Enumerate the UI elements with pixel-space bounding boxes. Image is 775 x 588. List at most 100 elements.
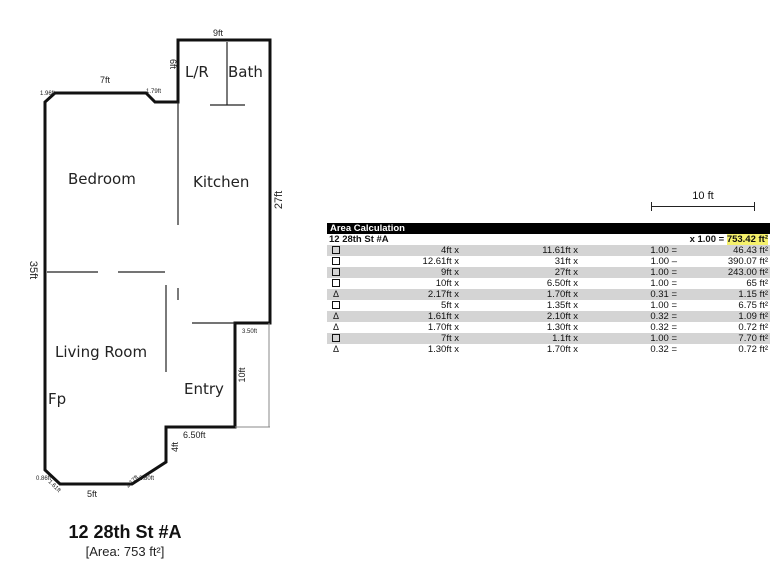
dim-bottom-corner-left: 0.86ft (36, 476, 51, 482)
row-length: 2.17ft x (345, 289, 461, 300)
row-length: 7ft x (345, 333, 461, 344)
exterior-wall (43, 38, 272, 486)
square-icon (332, 268, 340, 277)
row-length: 1.70ft x (427, 322, 459, 333)
dim-bottom-step-vertical: 4ft (170, 442, 180, 453)
row-width: 31ft x (554, 256, 578, 267)
table-header-row: Area Calculation (327, 223, 770, 234)
row-width: 1.30ft x (546, 322, 578, 333)
row-width: 1.70ft x (461, 289, 580, 300)
row-width: 1.70ft x (546, 344, 578, 355)
row-width: 1.35ft x (546, 300, 578, 311)
row-length: 10ft x (435, 278, 459, 289)
floor-plan: 9ft 6ft 7ft 1.96ft 1.79ft 27ft 35ft 3.50… (27, 28, 285, 499)
table-row: Δ 1.70ft x 1.30ft x 0.32 = 0.72 ft² (327, 322, 770, 333)
table-address: 12 28th St #A (329, 234, 389, 245)
dim-left-corner-left: 1.96ft (40, 91, 55, 97)
table-header: Area Calculation (327, 223, 770, 234)
dim-left: 35ft (27, 261, 39, 279)
dim-right: 27ft (273, 191, 285, 209)
square-icon (332, 301, 340, 310)
table-total-cell: x 1.00 = 753.42 ft² (580, 234, 770, 245)
row-width: 6.50ft x (546, 278, 578, 289)
room-bedroom: Bedroom (68, 170, 136, 188)
row-area: 46.43 ft² (679, 245, 770, 256)
dim-entry-right: 10ft (237, 367, 247, 383)
caption-address: 12 28th St #A (68, 522, 182, 542)
row-length: 9ft x (345, 267, 461, 278)
row-length: 1.30ft x (427, 344, 459, 355)
row-factor: 1.00 = (580, 333, 679, 344)
dim-small-right: 3.50ft (242, 329, 257, 335)
row-length: 12.61ft x (422, 256, 459, 267)
row-length: 4ft x (345, 245, 461, 256)
interior-walls (47, 42, 270, 428)
dim-top: 9ft (213, 28, 224, 38)
triangle-icon: Δ (332, 344, 339, 354)
row-shape-cell (327, 267, 345, 278)
row-area: 1.09 ft² (679, 311, 770, 322)
row-width: 27ft x (461, 267, 580, 278)
row-area: 243.00 ft² (679, 267, 770, 278)
row-shape-cell (327, 278, 345, 289)
row-factor: 1.00 = (650, 278, 677, 289)
row-shape-cell: Δ (327, 311, 345, 322)
row-factor: 1.00 = (580, 245, 679, 256)
row-area: 0.72 ft² (738, 344, 768, 355)
table-multiplier: x 1.00 = (689, 234, 725, 245)
row-area: 390.07 ft² (727, 256, 768, 267)
row-area: 0.72 ft² (738, 322, 768, 333)
row-factor: 0.32 = (650, 344, 677, 355)
row-shape-cell (327, 300, 345, 311)
row-shape-cell (327, 333, 345, 344)
row-width: 11.61ft x (461, 245, 580, 256)
dim-bottom-step: 6.50ft (183, 430, 206, 440)
dim-bottom-corner-right2: 2.80ft (139, 476, 154, 482)
row-area: 6.75 ft² (738, 300, 768, 311)
square-icon (332, 279, 340, 288)
dim-bottom: 5ft (87, 489, 98, 499)
row-width: 2.10ft x (461, 311, 580, 322)
scale-bar-tick-right (754, 202, 755, 211)
caption-area: [Area: 753 ft²] (85, 544, 165, 559)
triangle-icon: Δ (332, 322, 339, 332)
row-area: 7.70 ft² (679, 333, 770, 344)
row-factor: 1.00 – (650, 256, 677, 267)
room-lr: L/R (185, 63, 209, 81)
scale-bar-line (651, 206, 755, 207)
row-factor: 0.32 = (650, 322, 677, 333)
row-shape-cell: Δ (327, 344, 345, 355)
row-shape-cell: Δ (327, 289, 345, 300)
scale-bar-tick-left (651, 202, 652, 211)
dim-lr-left: 6ft (168, 59, 178, 70)
row-factor: 0.32 = (580, 311, 679, 322)
room-entry: Entry (184, 380, 224, 398)
scale-bar-label: 10 ft (692, 190, 714, 202)
room-kitchen: Kitchen (193, 173, 249, 191)
square-icon (332, 246, 340, 255)
table-row: 12.61ft x 31ft x 1.00 – 390.07 ft² (327, 256, 770, 267)
room-bath: Bath (228, 63, 263, 81)
row-area: 1.15 ft² (679, 289, 770, 300)
room-fireplace: Fp (48, 390, 66, 408)
row-shape-cell (327, 245, 345, 256)
square-icon (332, 334, 340, 343)
triangle-icon: Δ (332, 289, 339, 299)
dim-left-top: 7ft (100, 75, 111, 85)
row-width: 1.1ft x (461, 333, 580, 344)
table-total: 753.42 ft² (726, 234, 768, 245)
row-shape-cell: Δ (327, 322, 345, 333)
row-length: 5ft x (441, 300, 459, 311)
row-shape-cell (327, 256, 345, 267)
square-icon (332, 257, 340, 266)
table-row: Δ 1.30ft x 1.70ft x 0.32 = 0.72 ft² (327, 344, 770, 355)
table-subheader-row: 12 28th St #A x 1.00 = 753.42 ft² (327, 234, 770, 245)
dim-left-corner-right: 1.79ft (146, 89, 161, 95)
row-factor: 1.00 = (650, 300, 677, 311)
